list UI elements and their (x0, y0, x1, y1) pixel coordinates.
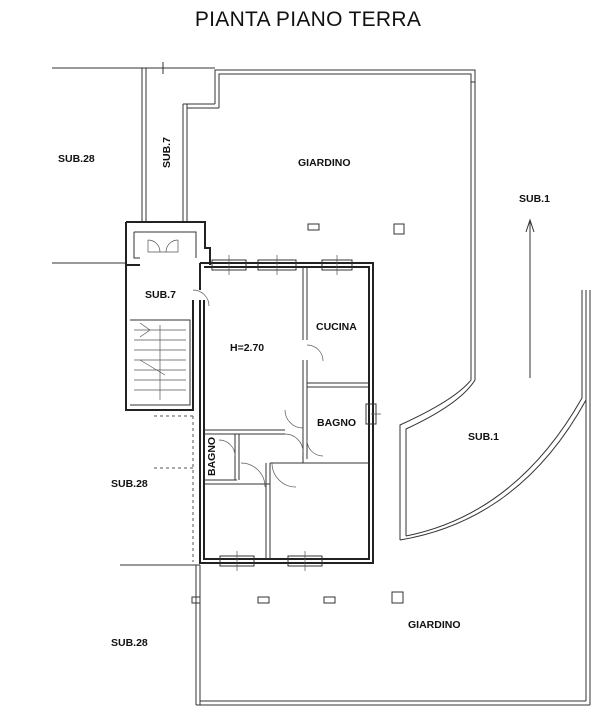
direction-arrow (525, 218, 535, 378)
garden-top-boundary (214, 69, 587, 541)
corridor-sub7 (141, 62, 219, 222)
entrance-block (125, 221, 211, 266)
label-sub28-mid: SUB.28 (111, 478, 148, 490)
label-sub7-vertical: SUB.7 (161, 137, 173, 168)
stair (125, 265, 210, 411)
windows (211, 255, 381, 571)
label-cucina: CUCINA (316, 321, 357, 333)
label-sub28-top: SUB.28 (58, 153, 95, 165)
label-giardino-top: GIARDINO (298, 157, 351, 169)
label-sub7-stair: SUB.7 (145, 289, 176, 301)
plan-title: PIANTA PIANO TERRA (194, 8, 422, 31)
label-sub28-bottom: SUB.28 (111, 637, 148, 649)
label-bagno-right: BAGNO (317, 417, 356, 429)
label-bagno-left: BAGNO (206, 437, 218, 476)
label-sub1-arrow: SUB.1 (519, 193, 550, 205)
lot-boundaries (52, 67, 591, 706)
apartment-walls (199, 262, 374, 564)
door-swings (218, 344, 324, 488)
label-sub1-curve: SUB.1 (468, 431, 499, 443)
label-giardino-bottom: GIARDINO (408, 619, 461, 631)
label-height: H=2.70 (230, 342, 264, 354)
garden-markers (191, 223, 405, 604)
interior-walls (204, 267, 369, 559)
dashed-lines (154, 415, 196, 562)
